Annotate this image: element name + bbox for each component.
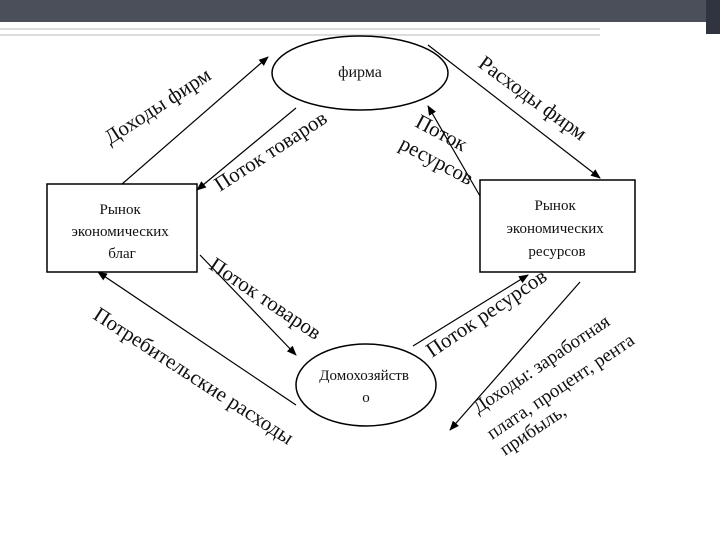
- header-bar: [0, 0, 720, 22]
- goods-market-node: [46, 183, 198, 273]
- header-rule-2: [0, 34, 600, 36]
- firm-node: [271, 35, 449, 111]
- arrow-revenue-to-firm: [121, 56, 269, 185]
- firm-expenses-label: Расходы фирм: [474, 51, 592, 146]
- arrow-spending-to-market: [97, 271, 297, 406]
- household-node: [295, 343, 437, 427]
- arrow-goods-to-market: [196, 107, 297, 191]
- header-accent: [706, 0, 720, 34]
- arrow-expenses-to-resources: [427, 44, 601, 179]
- arrow-goods-to-household: [199, 254, 297, 356]
- header-rule: [0, 28, 600, 30]
- arrow-income-to-household: [449, 281, 581, 431]
- firm-revenue-label: Доходы фирм: [100, 62, 216, 149]
- household-label: Домохозяйств о: [319, 368, 412, 406]
- firm-label: фирма: [338, 64, 382, 81]
- goods-flow-top-label: Поток товаров: [210, 105, 332, 196]
- arrow-resources-from-household: [412, 274, 529, 347]
- goods-flow-bottom-label: Поток товаров: [205, 252, 326, 344]
- arrow-resources-to-firm: [427, 105, 481, 197]
- resources-market-node: [479, 179, 636, 273]
- resources-market-label: Рынок экономических ресурсов: [506, 198, 607, 260]
- goods-market-label: Рынок экономических благ: [71, 202, 172, 262]
- resources-flow-bottom-label: Поток ресурсов: [421, 264, 551, 362]
